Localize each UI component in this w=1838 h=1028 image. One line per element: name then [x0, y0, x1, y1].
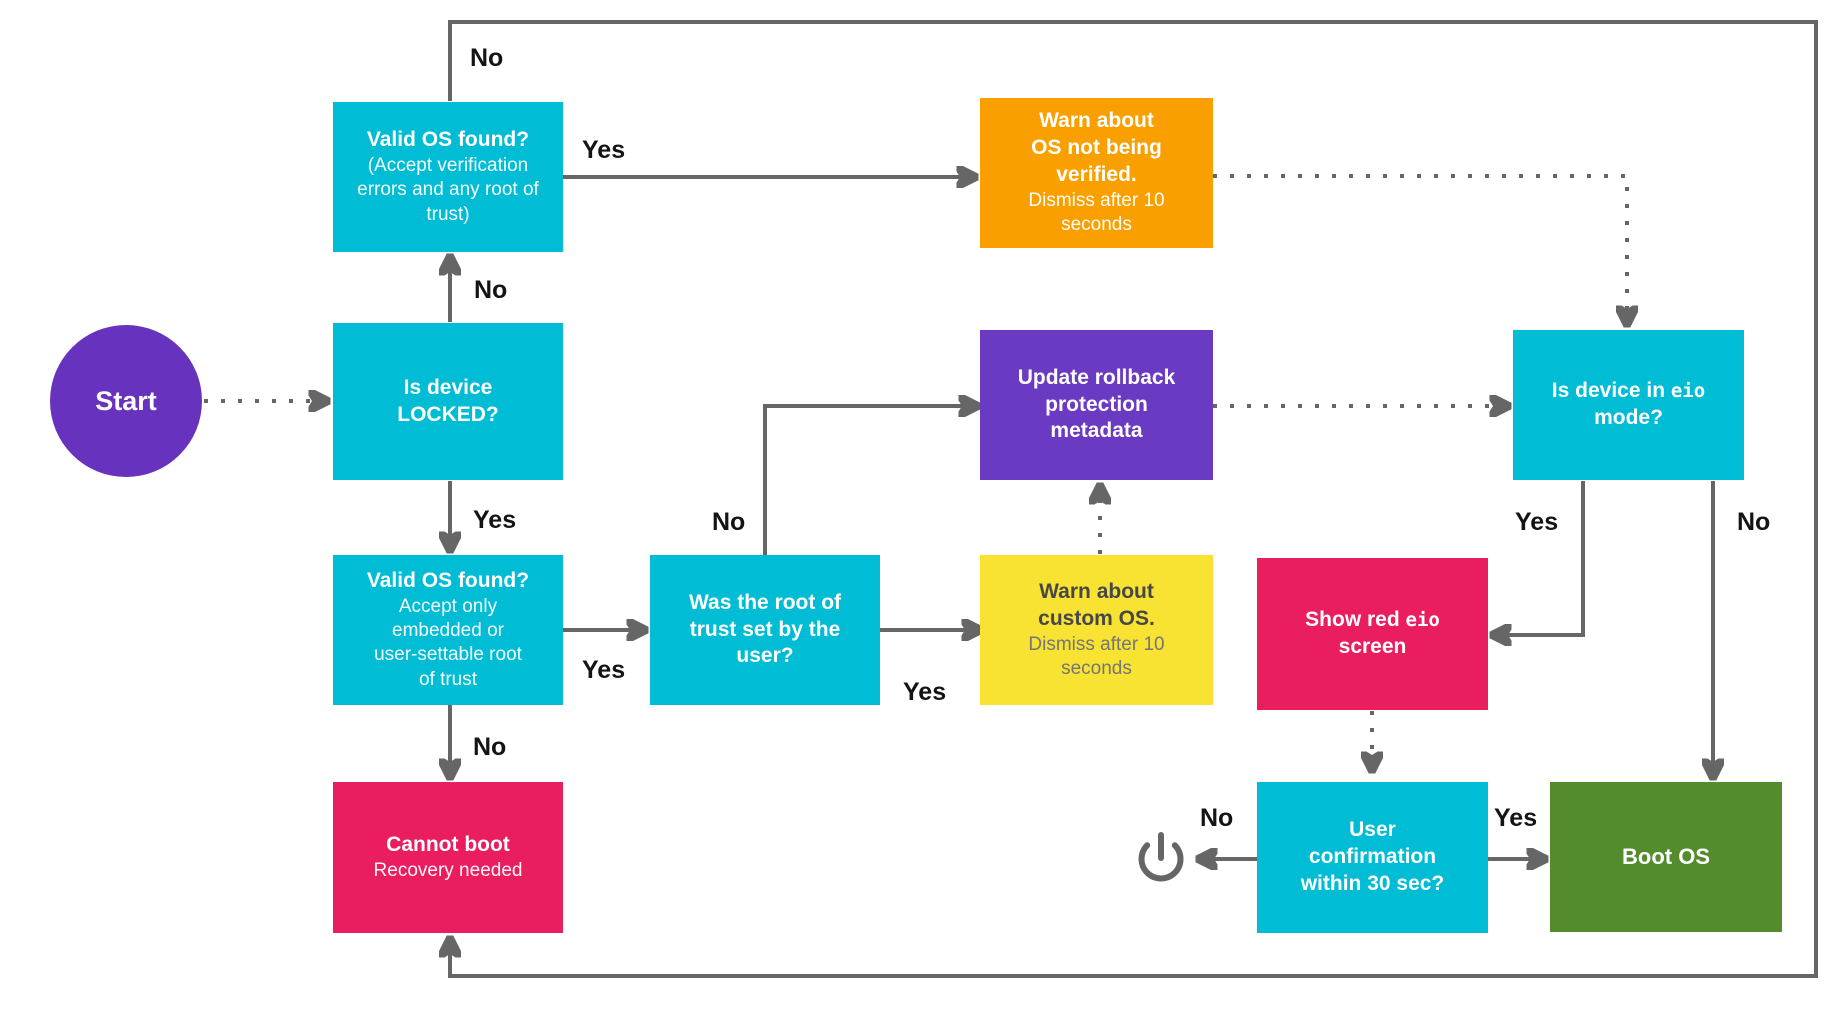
node-is-device-locked: Is device LOCKED?: [333, 323, 563, 480]
node-title: Warn about custom OS.: [1038, 579, 1155, 630]
edge-warn-to-eio-mode: [1213, 174, 1627, 324]
start-label: Start: [95, 385, 157, 416]
node-warn-custom-os: Warn about custom OS. Dismiss after 10 s…: [980, 555, 1213, 705]
edge-eio-yes-to-red-screen: [1493, 481, 1585, 635]
node-title: Boot OS: [1622, 844, 1710, 869]
node-warn-os-not-verified: Warn about OS not being verified. Dismis…: [980, 98, 1213, 248]
node-valid-os-user-root: Valid OS found? Accept only embedded or …: [333, 555, 563, 705]
node-title: Warn about OS not being verified.: [1031, 109, 1162, 187]
node-subtitle: Dismiss after 10 seconds: [1028, 190, 1165, 236]
edge-label-yes: Yes: [1515, 508, 1559, 536]
node-title: Valid OS found?: [366, 568, 530, 592]
edge-label-no: No: [1200, 804, 1234, 832]
edge-label-yes: Yes: [582, 136, 626, 164]
edge-root-no-to-update: [763, 406, 977, 555]
edge-label-yes: Yes: [582, 656, 626, 684]
node-title: Is device in eio mode?: [1551, 379, 1706, 429]
node-is-device-eio-mode: Is device in eio mode?: [1513, 330, 1744, 480]
edge-label-yes: Yes: [473, 506, 517, 534]
node-subtitle: (Accept verification errors and any root…: [357, 154, 539, 225]
node-subtitle: Recovery needed: [373, 859, 523, 881]
node-subtitle: Dismiss after 10 seconds: [1028, 633, 1165, 679]
node-title: Show red eio screen: [1305, 608, 1440, 658]
node-cannot-boot: Cannot boot Recovery needed: [333, 782, 563, 933]
edge-label-no: No: [473, 733, 507, 761]
node-title: Update rollback protection metadata: [1017, 365, 1176, 443]
node-title: User confirmation within 30 sec?: [1300, 818, 1445, 895]
edge-label-no: No: [470, 44, 504, 72]
node-title: Was the root of trust set by the user?: [688, 590, 842, 668]
node-subtitle: Accept only embedded or user-settable ro…: [374, 595, 522, 690]
edge-label-no: No: [1737, 508, 1771, 536]
node-update-rollback-metadata: Update rollback protection metadata: [980, 330, 1213, 480]
node-title: Cannot boot: [386, 832, 510, 856]
edge-label-no: No: [474, 276, 508, 304]
node-boot-os: Boot OS: [1550, 782, 1782, 932]
node-user-confirmation: User confirmation within 30 sec?: [1257, 782, 1488, 933]
edge-label-yes: Yes: [1494, 804, 1538, 832]
node-title: Is device LOCKED?: [397, 375, 499, 426]
node-title: Valid OS found?: [366, 128, 530, 152]
node-root-of-trust-user: Was the root of trust set by the user?: [650, 555, 880, 705]
power-off-icon: [1138, 832, 1184, 882]
edge-label-no: No: [712, 508, 746, 536]
edge-label-yes: Yes: [903, 678, 947, 706]
node-show-red-eio-screen: Show red eio screen: [1257, 558, 1488, 710]
node-start: Start: [50, 325, 202, 477]
node-valid-os-any-root: Valid OS found? (Accept verification err…: [333, 102, 563, 252]
